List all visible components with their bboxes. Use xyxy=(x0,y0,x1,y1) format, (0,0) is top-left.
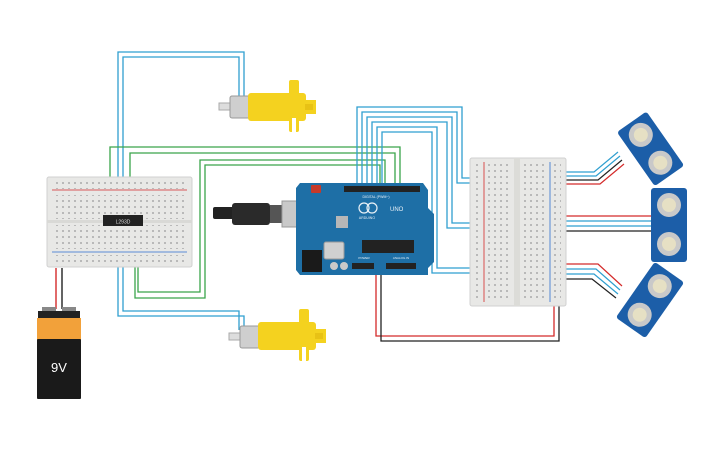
wires-blue-sensor-signals xyxy=(356,106,478,274)
arduino-analog-label: ANALOG IN xyxy=(393,256,409,260)
wires-sensor-bundle xyxy=(565,151,655,299)
arduino-model: UNO xyxy=(390,207,404,213)
battery-9v: 9V xyxy=(37,307,81,399)
usb-cable xyxy=(213,200,311,228)
battery-label: 9V xyxy=(51,360,67,375)
wires-breadboard-power xyxy=(375,272,560,342)
ultrasonic-sensor-top xyxy=(618,112,684,185)
arduino-uno: DIGITAL (PWM~) UNO ARDUINO POWER ANALOG … xyxy=(296,183,434,275)
wires-battery xyxy=(55,268,63,309)
arduino-digital-label: DIGITAL (PWM~) xyxy=(362,195,389,199)
dc-motor-top xyxy=(218,80,316,134)
wires-blue-motor-bottom xyxy=(117,238,245,330)
ultrasonic-sensor-bottom xyxy=(616,263,684,337)
dc-motor-bottom xyxy=(228,309,326,361)
arduino-power-label: POWER xyxy=(358,256,370,260)
arduino-brand: ARDUINO xyxy=(359,216,375,220)
wires-blue-motor-top xyxy=(117,51,245,215)
driver-chip-label: L293D xyxy=(116,220,131,226)
motor-driver-chip: L293D xyxy=(103,215,143,226)
breadboard-right xyxy=(469,157,567,307)
ultrasonic-sensor-middle xyxy=(651,188,687,262)
